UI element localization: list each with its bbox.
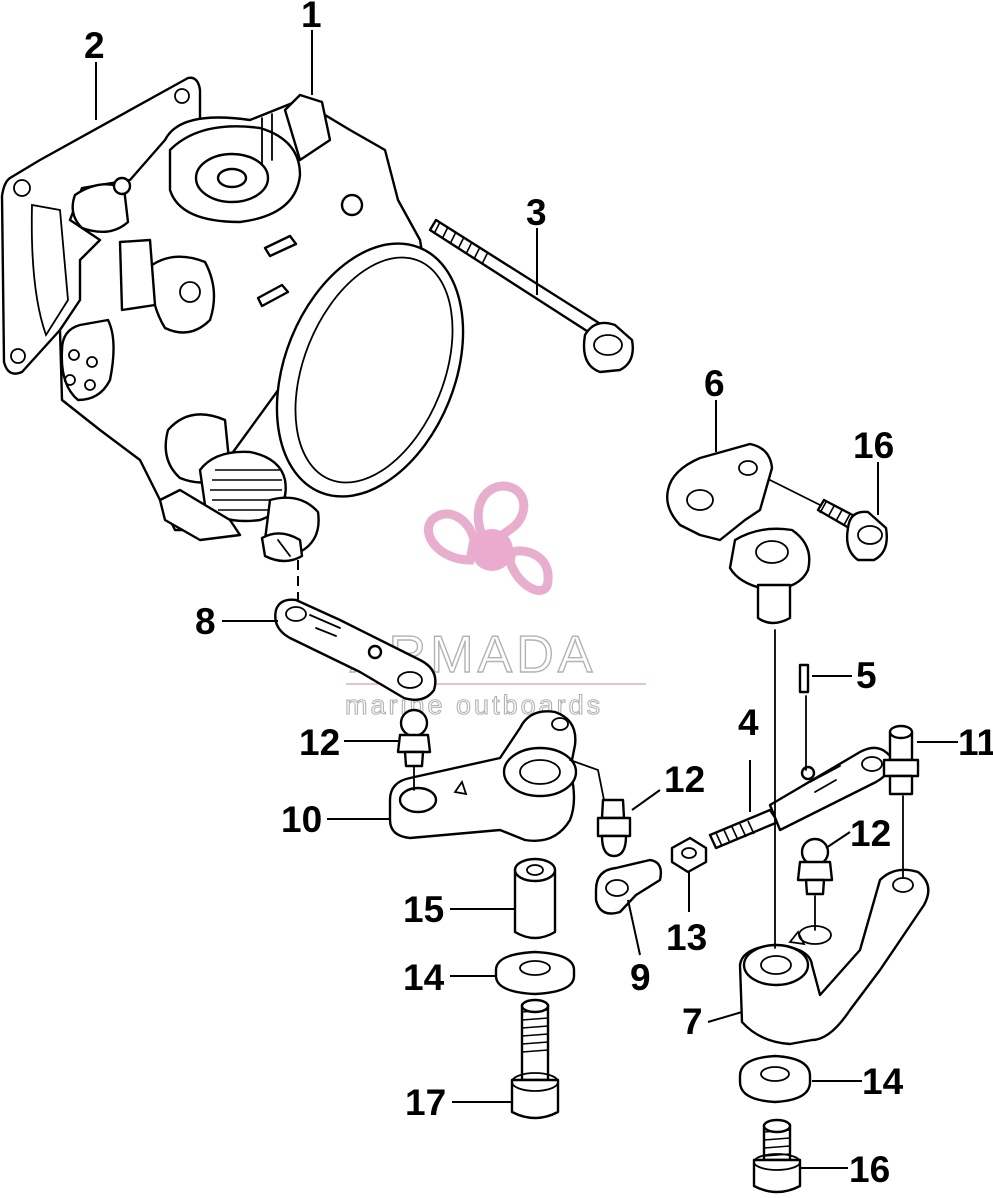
callout-15: 15 bbox=[403, 889, 444, 930]
callout-4: 4 bbox=[738, 702, 759, 743]
part-6-bracket bbox=[666, 442, 811, 625]
callout-10: 10 bbox=[281, 799, 322, 840]
part-17-bolt bbox=[510, 998, 560, 1120]
part-12-ball-joint-middle bbox=[596, 798, 632, 858]
callout-6: 6 bbox=[704, 363, 725, 404]
part-12-ball-joint-right bbox=[796, 837, 834, 896]
callout-16-lower: 16 bbox=[849, 1149, 890, 1190]
callout-14-right: 14 bbox=[862, 1061, 904, 1102]
callout-11: 11 bbox=[958, 722, 993, 763]
part-12-ball-joint-left bbox=[396, 708, 432, 768]
callout-3: 3 bbox=[526, 192, 547, 233]
callout-1: 1 bbox=[301, 0, 322, 35]
callout-16-upper: 16 bbox=[853, 425, 894, 466]
callout-12-left: 12 bbox=[299, 722, 340, 763]
part-15-collar bbox=[513, 857, 557, 940]
callout-5: 5 bbox=[856, 655, 877, 696]
callout-12-right: 12 bbox=[850, 813, 891, 854]
callout-7: 7 bbox=[682, 1001, 703, 1042]
callout-14-left: 14 bbox=[403, 957, 445, 998]
part-14-washer-right bbox=[738, 1054, 812, 1104]
part-10-throttle-lever bbox=[388, 710, 578, 842]
callout-17: 17 bbox=[405, 1082, 446, 1123]
part-13-nut bbox=[670, 836, 708, 874]
callout-12-middle: 12 bbox=[664, 759, 705, 800]
part-5-pin bbox=[798, 663, 810, 694]
leader-lines bbox=[95, 30, 958, 1169]
callouts: 1 2 3 6 16 8 5 4 11 12 12 10 12 15 13 9 … bbox=[84, 0, 993, 1190]
propeller-icon bbox=[424, 481, 553, 595]
part-1-throttle-body bbox=[58, 93, 465, 563]
callout-2: 2 bbox=[84, 25, 105, 66]
part-8-link-rod bbox=[274, 598, 437, 701]
propeller-hub bbox=[471, 529, 513, 571]
callout-8: 8 bbox=[195, 601, 216, 642]
callout-13: 13 bbox=[666, 917, 707, 958]
part-9-socket-end bbox=[594, 858, 663, 915]
callout-9: 9 bbox=[630, 957, 651, 998]
part-16-bolt-upper bbox=[816, 498, 888, 562]
assembly-lines bbox=[297, 479, 904, 949]
part-3-long-bolt bbox=[428, 218, 634, 374]
part-4-adjuster-rod bbox=[708, 746, 892, 850]
part-7-lower-lever bbox=[738, 868, 930, 1046]
part-11-pivot-pin bbox=[882, 724, 920, 796]
part-16-bolt-lower bbox=[752, 1118, 802, 1194]
part-14-washer-left bbox=[494, 950, 576, 996]
